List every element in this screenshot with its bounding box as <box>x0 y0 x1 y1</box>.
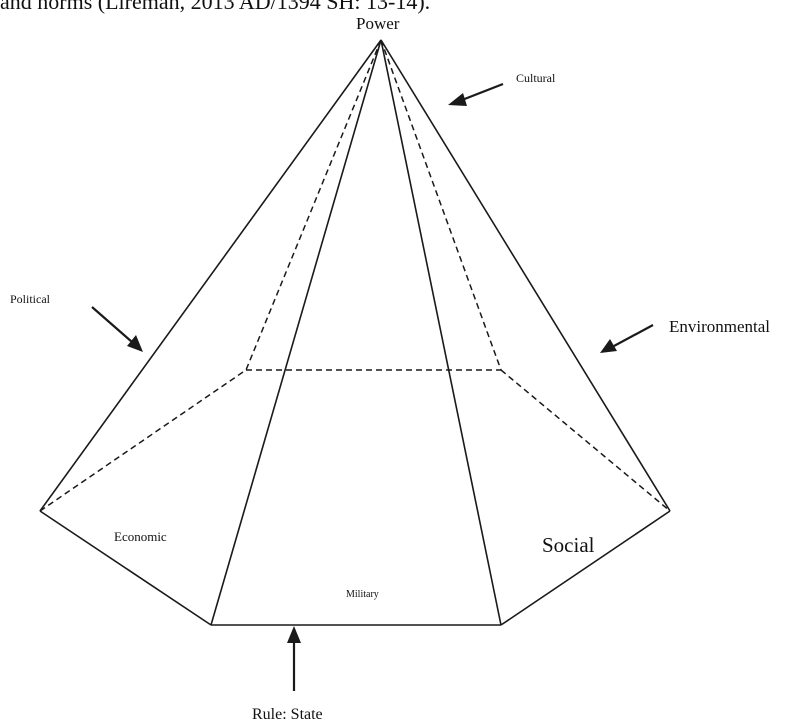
edge-left-outer <box>39 39 382 512</box>
label-political: Political <box>10 292 50 306</box>
arrow-political <box>91 306 143 352</box>
label-economic: Economic <box>114 529 167 544</box>
hidden-edge-back-left <box>245 39 382 371</box>
label-social: Social <box>542 533 595 557</box>
label-military: Military <box>346 589 379 600</box>
edge-front-left <box>210 39 382 626</box>
hidden-base-left <box>39 369 247 512</box>
base-right <box>500 510 671 626</box>
hidden-edge-back-right <box>380 39 502 371</box>
label-cultural: Cultural <box>516 71 556 85</box>
arrow-environmental <box>600 324 654 353</box>
label-rule-state: Rule: State <box>252 706 323 723</box>
cropped-caption-text: and norms (Lireman, 2013 AD/1394 SH: 13-… <box>0 0 431 14</box>
label-environmental: Environmental <box>669 317 771 336</box>
edge-right-outer <box>380 39 671 512</box>
base-left <box>39 510 212 626</box>
arrow-base <box>287 626 301 691</box>
hidden-base-right <box>500 369 671 512</box>
label-power: Power <box>356 14 400 33</box>
edge-front-right <box>380 39 502 626</box>
arrow-cultural <box>448 82 504 106</box>
